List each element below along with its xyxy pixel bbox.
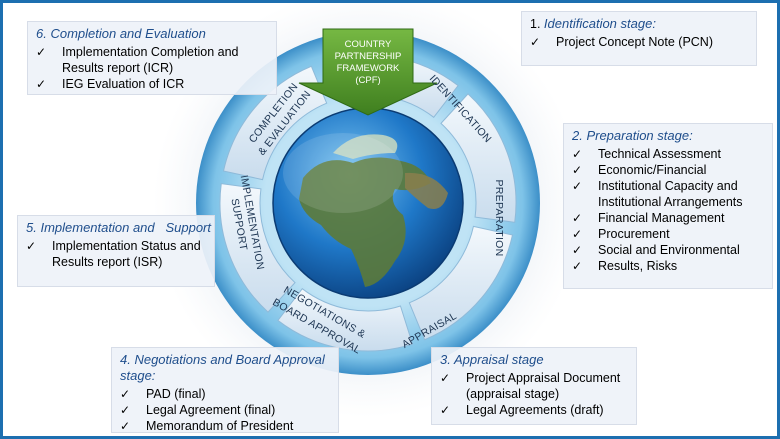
stage-preparation-item-2: Economic/Financial xyxy=(572,162,764,178)
ring-label-preparation: PREPARATION xyxy=(493,179,505,256)
stage-identification-title: Identification stage: xyxy=(543,16,656,31)
cpf-arrow: COUNTRY PARTNERSHIP FRAMEWORK (CPF) xyxy=(298,28,438,116)
stage-identification-heading: 1. Identification stage: xyxy=(530,16,748,32)
ring-segment-negotiations xyxy=(408,225,514,341)
stage-implementation-item-1: Implementation Status and Results report… xyxy=(26,238,206,270)
stage-preparation-title: 2. Preparation stage: xyxy=(572,128,693,143)
stage-implementation-title: 5. Implementation and Support xyxy=(26,220,212,235)
stage-appraisal-box: 3. Appraisal stage Project Appraisal Doc… xyxy=(431,347,637,425)
cpf-arrow-line-3: FRAMEWORK xyxy=(337,63,400,74)
stage-preparation-item-5: Procurement xyxy=(572,226,764,242)
stage-preparation-box: 2. Preparation stage: Technical Assessme… xyxy=(563,123,773,289)
stage-implementation-box: 5. Implementation and Support Implementa… xyxy=(17,215,215,287)
stage-completion-item-1: Implementation Completion and Results re… xyxy=(36,44,268,76)
stage-preparation-item-7: Results, Risks xyxy=(572,258,764,274)
stage-negotiations-item-3: Memorandum of President xyxy=(120,418,330,434)
stage-preparation-item-1: Technical Assessment xyxy=(572,146,764,162)
stage-negotiations-box: 4. Negotiations and Board Approval stage… xyxy=(111,347,339,434)
stage-completion-box: 6. Completion and Evaluation Implementat… xyxy=(27,21,277,95)
stage-completion-item-2: IEG Evaluation of ICR xyxy=(36,76,268,92)
stage-preparation-item-3: Institutional Capacity and Institutional… xyxy=(572,178,764,210)
ring-segment-identification xyxy=(222,65,328,181)
stage-negotiations-title: 4. Negotiations and Board Approval stage… xyxy=(120,352,325,383)
stage-appraisal-item-1: Project Appraisal Document (appraisal st… xyxy=(440,370,628,402)
stage-preparation-item-6: Social and Environmental xyxy=(572,242,764,258)
stage-identification-item-1: Project Concept Note (PCN) xyxy=(530,34,748,50)
cpf-arrow-line-1: COUNTRY xyxy=(345,39,392,50)
stage-identification-number: 1. xyxy=(530,17,541,31)
stage-completion-title: 6. Completion and Evaluation xyxy=(36,26,206,41)
globe-icon xyxy=(272,107,464,299)
stage-preparation-item-4: Financial Management xyxy=(572,210,764,226)
ring-segment-implementation xyxy=(277,287,414,352)
stage-negotiations-item-1: PAD (final) xyxy=(120,386,330,402)
cpf-arrow-line-2: PARTNERSHIP xyxy=(335,51,402,62)
stage-appraisal-title: 3. Appraisal stage xyxy=(440,352,544,367)
stage-identification-box: 1. Identification stage: Project Concept… xyxy=(521,11,757,66)
stage-appraisal-item-2: Legal Agreements (draft) xyxy=(440,402,628,418)
ring-segment-completion xyxy=(219,183,296,313)
stage-negotiations-item-2: Legal Agreement (final) xyxy=(120,402,330,418)
ring-segment-appraisal xyxy=(440,93,517,223)
project-cycle-diagram: COUNTRY PARTNERSHIP FRAMEWORK (CPF) IDEN… xyxy=(153,3,583,418)
cpf-arrow-line-4: (CPF) xyxy=(355,75,380,86)
